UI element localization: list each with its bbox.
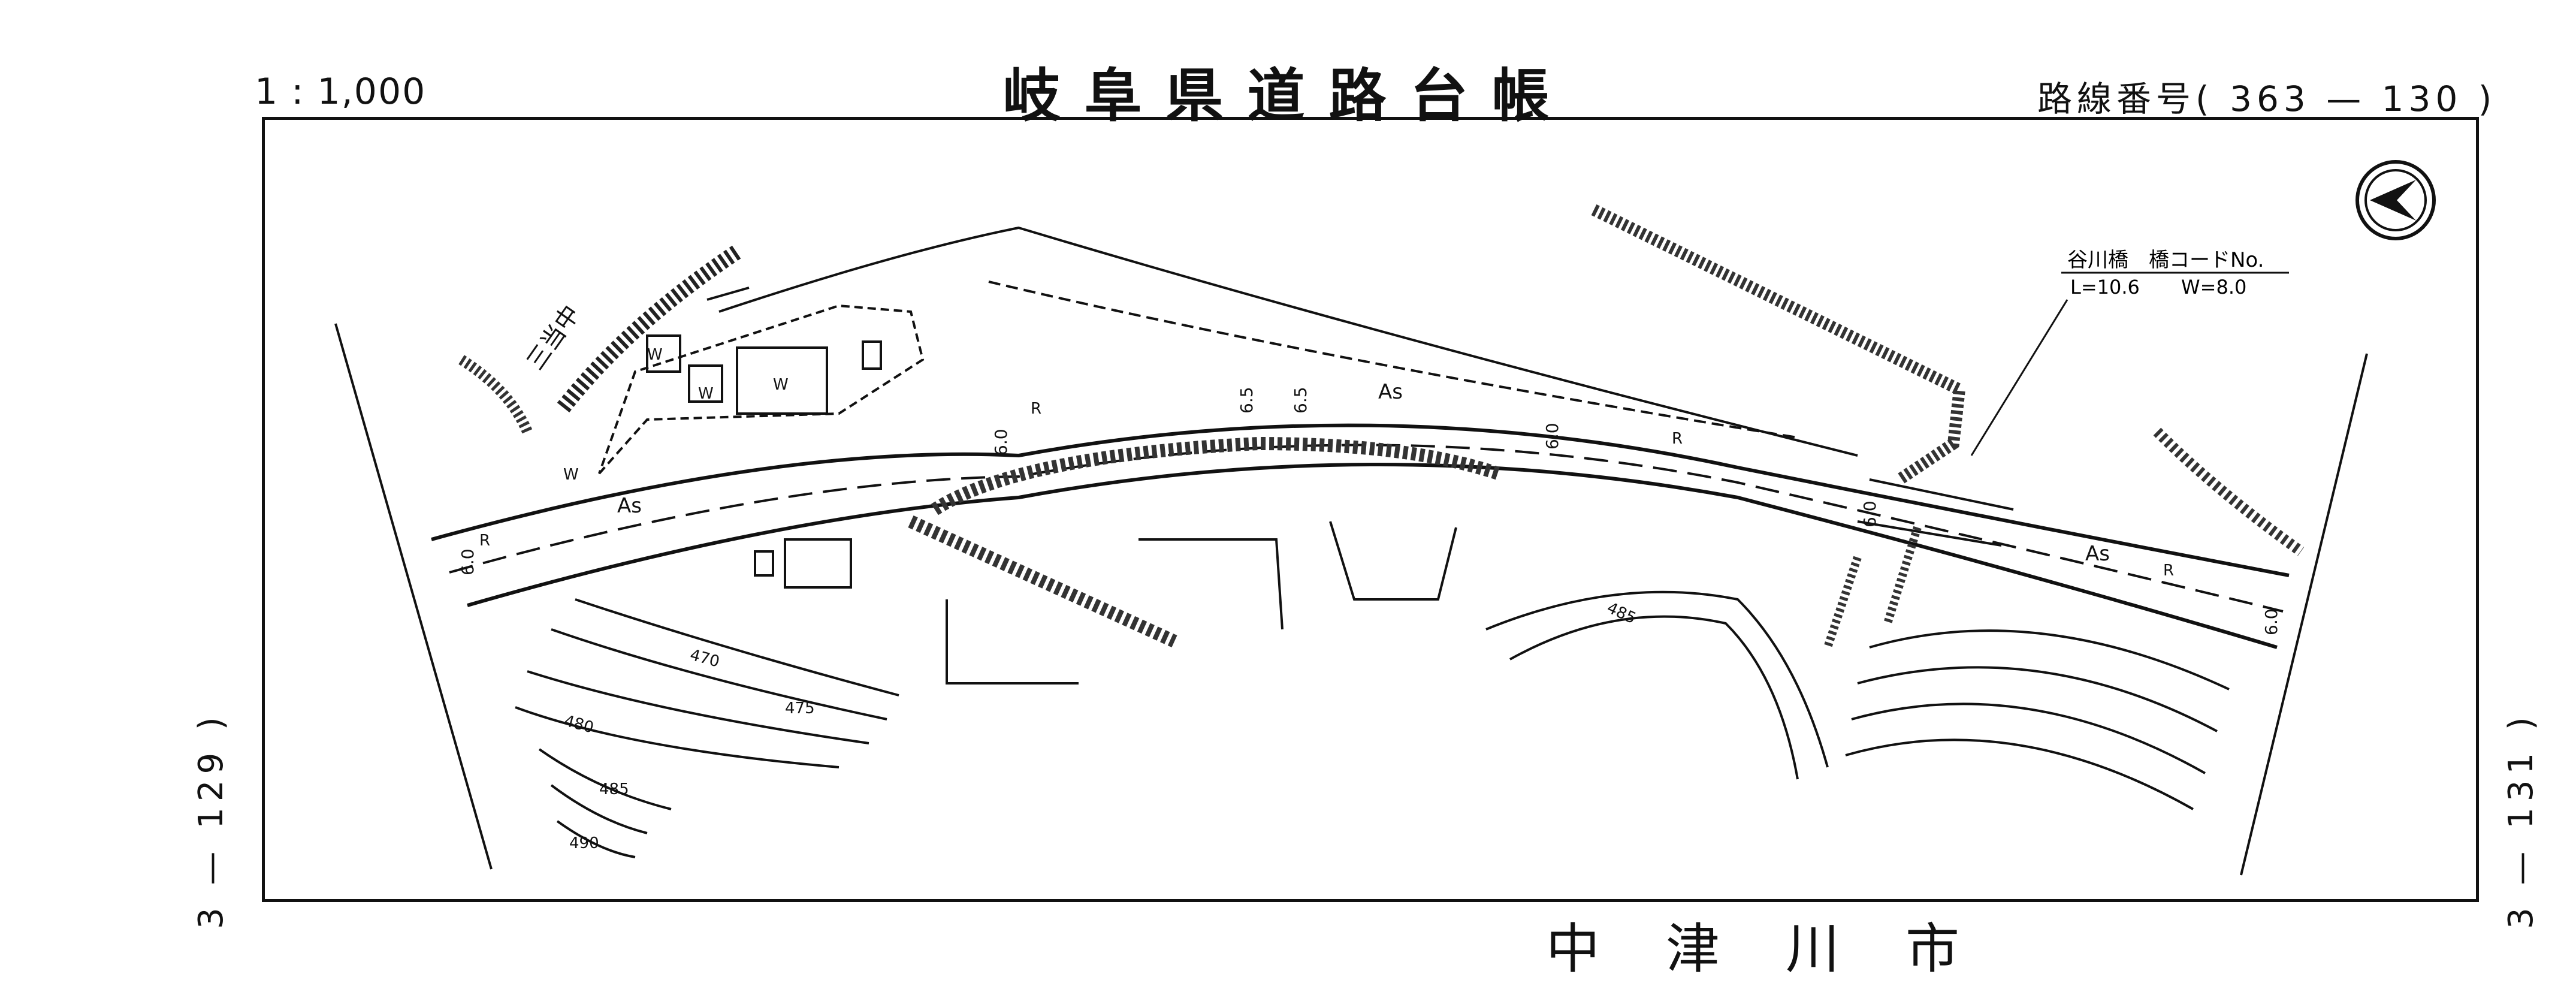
contour-label: 485 [599,780,629,798]
footer-divider [262,899,2479,902]
building-label: W [563,466,579,484]
road-edge-label: R [2163,562,2174,580]
road-edge-label: R [1672,430,1683,448]
contour-label: 485 [1604,599,1639,628]
bridge-length-text: L=10.6 [2070,276,2140,298]
lower-structure-right [1329,521,1457,601]
width-label: 6.0 [1542,423,1562,450]
direction-label: 三当中 [522,300,586,375]
lower-structure-left [946,599,1079,685]
hatched-channel [931,436,1500,515]
road-edge-label: R [479,532,490,550]
compass-north-icon [2355,160,2436,240]
road-edge-label: R [1031,400,1041,418]
hatched-slope-left [557,245,742,413]
road-edge-upper [431,423,2290,577]
contour-485 [556,820,636,858]
map-boundary-left [334,323,493,870]
map-boundary-right [2240,353,2368,876]
contour-label: 470 [688,646,721,671]
contour-470 [575,598,899,696]
road-centerline [449,444,2284,613]
embankment-inner [988,281,1798,439]
riverbank-hatch [2153,427,2305,556]
route-number: 路線番号( 363 — 130 ) [2037,79,2497,119]
building-lot [598,304,925,475]
width-label: 6.0 [1860,500,1880,527]
contour-label: 480 [562,712,596,737]
building-3 [736,346,828,415]
road-edge-lower [467,463,2278,649]
contour-480 [538,748,672,810]
lower-structure-mid [1138,538,1284,630]
contour-right-2 [1869,629,2230,690]
bridge-name-text: 谷川橋 橋コードNo. [2067,248,2264,272]
contour-label: 490 [569,834,599,852]
bridge-width-text: W=8.0 [2181,276,2246,298]
building-label: W [647,346,663,364]
bridge-label: 谷川橋 橋コードNo. L=10.6 W=8.0 [1970,248,2289,456]
width-label: 6.5 [1291,387,1310,414]
width-label: 6.5 [1237,387,1257,414]
width-label: 6.0 [458,548,478,575]
bridge-deck [1857,478,2014,547]
contour-475 [527,670,869,744]
contour-right-1 [1485,590,1829,768]
building-5 [784,538,852,589]
road-surface-label: As [2085,542,2110,566]
building-1 [646,334,681,373]
building-label: W [773,376,789,394]
building-6 [754,550,774,577]
building-label: W [698,385,714,403]
contour-label: 475 [785,699,815,717]
building-2 [688,364,723,403]
width-label: 6.0 [991,429,1011,456]
width-label: 6.0 [2261,608,2281,635]
scale-label: 1 : 1,000 [255,71,427,113]
road-surface-label: As [1378,380,1403,404]
embankment-upper [718,226,1858,457]
road-surface-label: As [617,494,642,518]
building-4 [862,340,882,370]
bridge-abutment [1823,526,1922,649]
hatched-wall-right [1591,204,1966,485]
road-map-drawing: 谷川橋 橋コードNo. L=10.6 W=8.0 As As As W W W … [334,160,2436,876]
